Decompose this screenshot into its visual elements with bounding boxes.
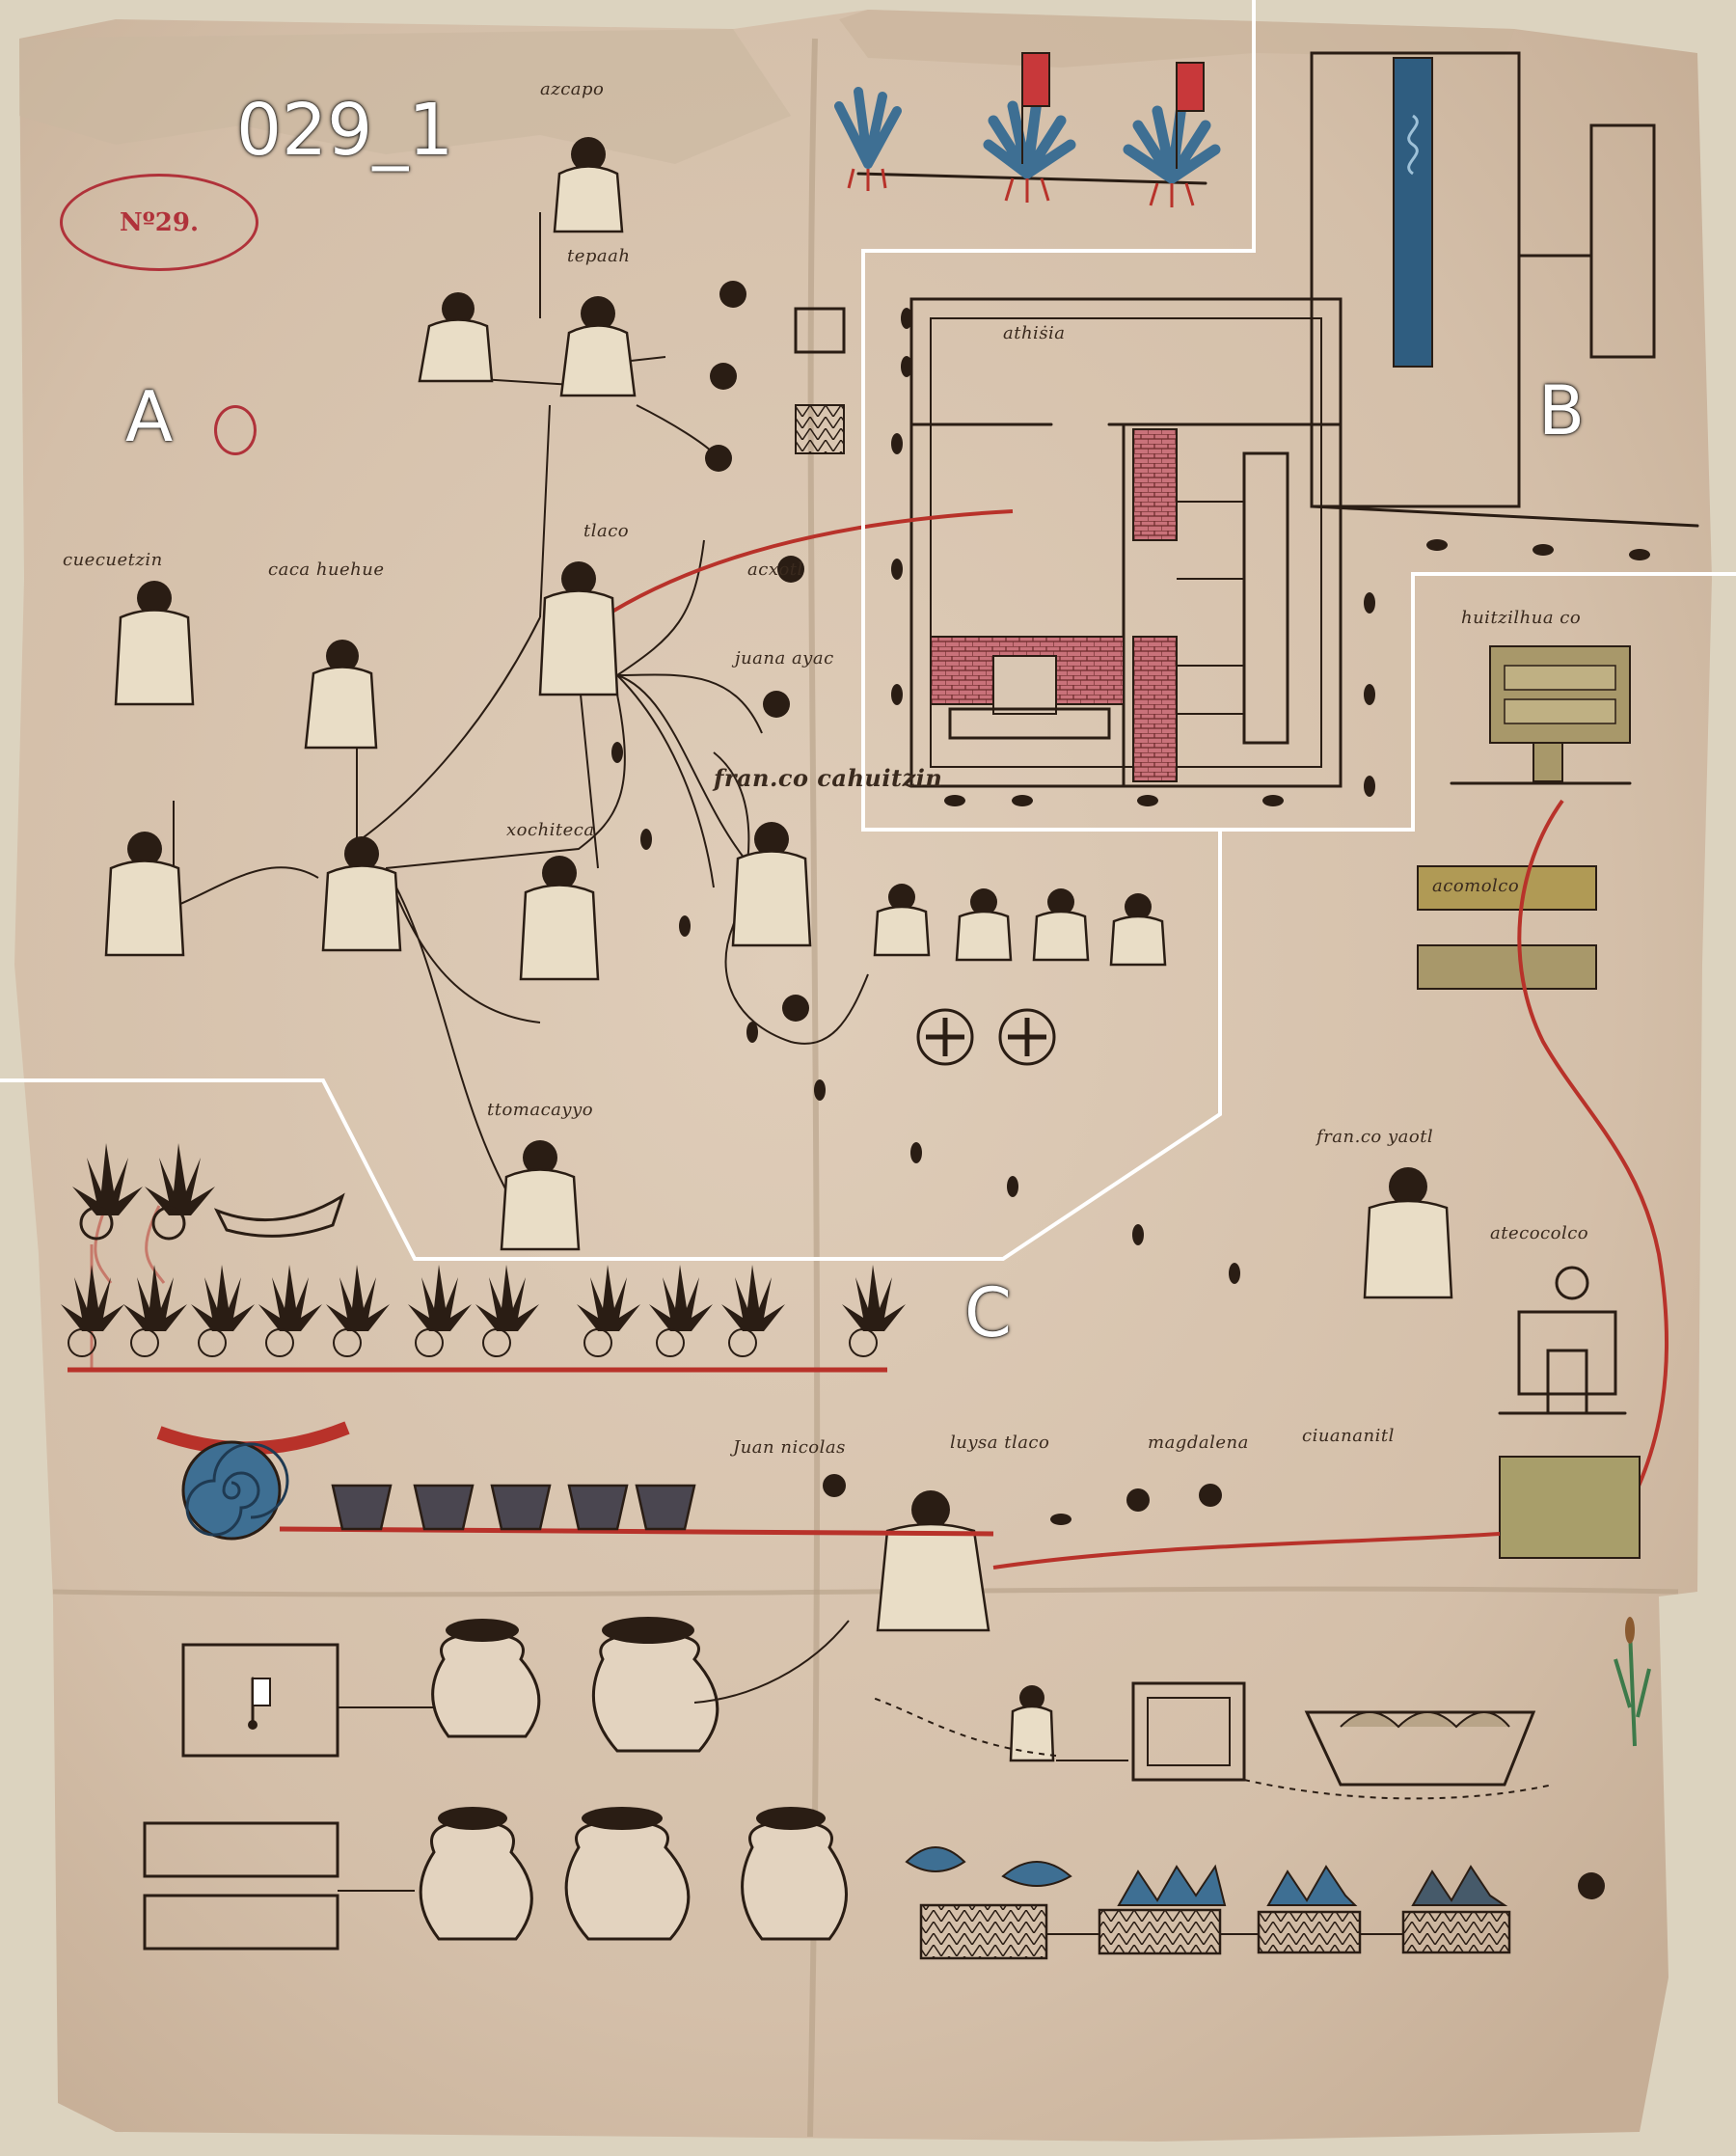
gloss-juana-ayac: juana ayac [735,648,834,669]
gloss-magdalena: magdalena [1148,1433,1249,1453]
small-glyph-basket [794,307,846,454]
building-plan-upper-right [1310,51,1699,528]
gloss-acomolco: acomolco [1432,876,1520,896]
gloss-cuecuetzin: cuecuetzin [63,550,163,570]
gloss-athisia: athiṡia [1003,323,1066,343]
region-label-a: A [125,376,174,457]
right-place-glyphs [992,645,1669,1569]
gloss-huitzilhuaco: huitzilhua co [1461,608,1582,628]
small-red-stamp-icon [214,405,257,455]
gloss-cacahuehue: caca huehue [268,559,385,580]
gloss-tepaah: tepaah [567,246,631,266]
gloss-atecocolco: atecocolco [1490,1223,1589,1243]
gloss-francisco-yaotl: fran.co yaotl [1316,1127,1434,1147]
region-frames [0,0,1736,1261]
tribute-items [143,1617,1651,1960]
gloss-xochiteca: xochiteca [506,820,595,840]
gloss-luysa-tlaco: luysa tlaco [950,1433,1050,1453]
figures [104,137,1605,1899]
house-plan [909,297,1343,788]
water-and-bowls [156,1421,994,1541]
library-stamp: Nº29. [60,174,258,271]
gloss-francisco-cahuitzin: fran.co cahuitzin [714,764,943,792]
maguey-plant-group [834,52,1221,207]
plant-rows [61,1143,906,1373]
gloss-ttomacayyo: ttomacayyo [487,1100,594,1120]
gloss-acxotl: acxotl [747,559,803,580]
region-label-c: C [964,1273,1012,1352]
region-label-b: B [1538,371,1586,450]
cross-medallions [916,1008,1056,1066]
gloss-ciuananitl: ciuananitl [1302,1426,1395,1446]
footprint-trail [611,308,1650,1525]
gloss-tlaco: tlaco [583,521,630,541]
region-frame-a [0,830,1222,1261]
gloss-juan-nicolas: Juan nicolas [733,1437,846,1458]
stamp-number: Nº29. [120,207,199,237]
sheet-id-label: 029_1 [236,89,454,172]
gloss-azcapo: azcapo [540,79,605,99]
